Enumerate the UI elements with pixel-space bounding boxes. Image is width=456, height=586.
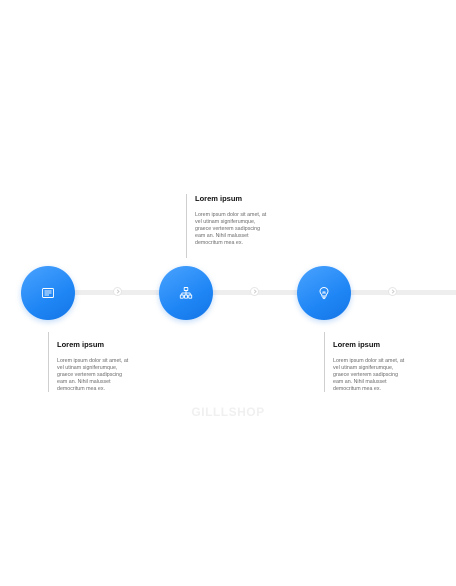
org-chart-icon [179,287,193,299]
step-1-connector [48,332,49,392]
step-2-body: Lorem ipsum dolor sit amet, at vel utina… [195,211,267,246]
step-3-title: Lorem ipsum [333,340,381,349]
step-2-connector [186,194,187,258]
step-1-circle [21,266,75,320]
chevron-right-icon [250,287,259,296]
step-3-body: Lorem ipsum dolor sit amet, at vel utina… [333,357,405,392]
calculator-icon [42,288,54,298]
watermark: GILLLSHOP [191,405,265,419]
step-3-circle [297,266,351,320]
chevron-right-icon [113,287,122,296]
chevron-right-icon [388,287,397,296]
step-1-body: Lorem ipsum dolor sit amet, at vel utina… [57,357,129,392]
step-1-title: Lorem ipsum [57,340,105,349]
step-2-info: Lorem ipsum Lorem ipsum dolor sit amet, … [195,195,295,247]
step-3-info: Lorem ipsum Lorem ipsum dolor sit amet, … [333,341,433,393]
step-3-connector [324,332,325,392]
step-1-info: Lorem ipsum Lorem ipsum dolor sit amet, … [57,341,157,393]
lightbulb-icon [319,287,329,300]
step-2-title: Lorem ipsum [195,194,243,203]
step-2-circle [159,266,213,320]
